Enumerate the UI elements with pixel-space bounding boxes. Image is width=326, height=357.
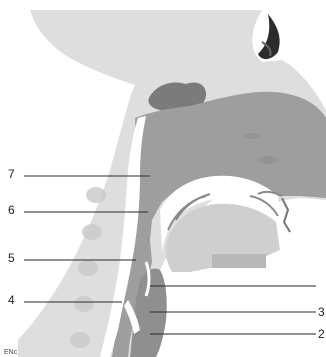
label-right-3: 2: [318, 327, 325, 341]
cranial-edge: [258, 14, 280, 59]
label-right-2: 3: [318, 305, 325, 319]
tongue-highlight: [212, 254, 266, 268]
molar-mark: [282, 198, 290, 232]
label-6: 6: [8, 203, 15, 217]
label-5: 5: [8, 251, 15, 265]
label-4: 4: [8, 293, 15, 307]
label-7: 7: [8, 167, 15, 181]
corner-text: ENc: [4, 349, 18, 356]
